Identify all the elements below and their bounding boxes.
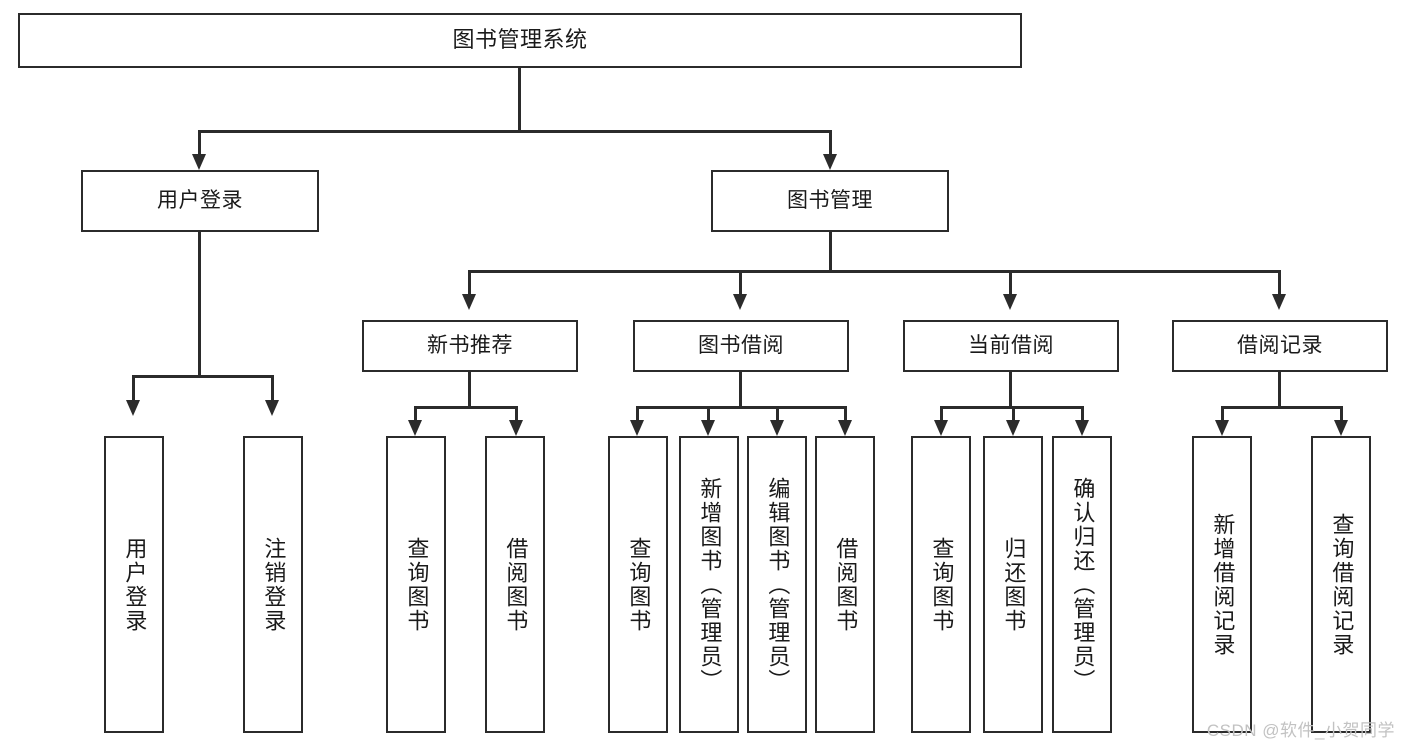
node-level2-用户登录[interactable]: 用户登录: [81, 170, 319, 232]
node-leaf-9-归还图书-label: 归还图书: [1001, 536, 1027, 633]
connector-g3-drops-0: [940, 406, 943, 420]
node-leaf-2-查询图书-label: 查询图书: [404, 536, 430, 633]
connector-g3-stem: [1009, 372, 1012, 406]
connector-g4-drops-1: [1340, 406, 1343, 420]
node-level3-图书借阅-label: 图书借阅: [698, 334, 784, 358]
connector-g2-drops-1: [707, 406, 710, 420]
arrowhead-g1-1: [509, 420, 523, 436]
node-leaf-1-注销登录[interactable]: 注销登录: [243, 436, 303, 733]
connector-g1-stem: [468, 372, 471, 406]
node-leaf-4-查询图书[interactable]: 查询图书: [608, 436, 668, 733]
node-leaf-9-归还图书[interactable]: 归还图书: [983, 436, 1043, 733]
node-leaf-8-查询图书[interactable]: 查询图书: [911, 436, 971, 733]
node-level3-当前借阅-label: 当前借阅: [968, 334, 1054, 358]
node-leaf-0-用户登录[interactable]: 用户登录: [104, 436, 164, 733]
connector-g2-bus: [637, 406, 845, 409]
arrowhead-g3-0: [934, 420, 948, 436]
node-leaf-10-确认归还管理员-label: 确认归还（管理员）: [1070, 476, 1096, 693]
connector-g1-drops-0: [414, 406, 417, 420]
node-level3-新书推荐[interactable]: 新书推荐: [362, 320, 578, 372]
node-leaf-10-确认归还管理员[interactable]: 确认归还（管理员）: [1052, 436, 1112, 733]
connector-g4-stem: [1278, 372, 1281, 406]
node-leaf-5-新增图书管理员-label: 新增图书（管理员）: [697, 476, 723, 693]
connector-manage-drops-0: [468, 270, 471, 294]
connector-root-stem: [518, 68, 521, 130]
connector-g2-drops-3: [844, 406, 847, 420]
node-level3-借阅记录-label: 借阅记录: [1237, 334, 1323, 358]
node-root[interactable]: 图书管理系统: [18, 13, 1022, 68]
node-leaf-7-借阅图书[interactable]: 借阅图书: [815, 436, 875, 733]
arrowhead-login-0: [126, 400, 140, 416]
arrowhead-login-1: [265, 400, 279, 416]
connector-manage-drops-1: [739, 270, 742, 294]
node-leaf-12-查询借阅记录-label: 查询借阅记录: [1329, 512, 1355, 657]
node-leaf-11-新增借阅记录-label: 新增借阅记录: [1210, 512, 1236, 657]
connector-root-bus: [199, 130, 831, 133]
connector-g1-drops-1: [515, 406, 518, 420]
csdn-watermark: CSDN @软件_小贺同学: [1206, 721, 1395, 740]
node-root-label: 图书管理系统: [452, 27, 588, 53]
connector-manage-stem: [829, 232, 832, 270]
connector-manage-bus: [469, 270, 1280, 273]
arrowhead-manage-0: [462, 294, 476, 310]
node-leaf-11-新增借阅记录[interactable]: 新增借阅记录: [1192, 436, 1252, 733]
node-level3-新书推荐-label: 新书推荐: [427, 334, 513, 358]
arrowhead-g4-1: [1334, 420, 1348, 436]
connector-g2-drops-2: [776, 406, 779, 420]
node-level2-用户登录-label: 用户登录: [157, 189, 243, 213]
node-level2-图书管理-label: 图书管理: [787, 189, 873, 213]
connector-root-drops-0: [198, 130, 201, 154]
connector-login-drops-0: [132, 375, 135, 400]
arrowhead-manage-3: [1272, 294, 1286, 310]
node-leaf-4-查询图书-label: 查询图书: [626, 536, 652, 633]
arrowhead-g2-1: [701, 420, 715, 436]
arrowhead-g3-1: [1006, 420, 1020, 436]
arrowhead-root-0: [192, 154, 206, 170]
arrowhead-manage-2: [1003, 294, 1017, 310]
node-leaf-0-用户登录-label: 用户登录: [122, 536, 148, 633]
connector-g2-stem: [739, 372, 742, 406]
connector-g4-drops-0: [1221, 406, 1224, 420]
connector-login-drops-1: [271, 375, 274, 400]
connector-manage-drops-2: [1009, 270, 1012, 294]
arrowhead-g1-0: [408, 420, 422, 436]
connector-login-stem: [198, 232, 201, 375]
node-level3-当前借阅[interactable]: 当前借阅: [903, 320, 1119, 372]
node-leaf-1-注销登录-label: 注销登录: [261, 536, 287, 633]
arrowhead-manage-1: [733, 294, 747, 310]
node-level3-图书借阅[interactable]: 图书借阅: [633, 320, 849, 372]
node-level3-借阅记录[interactable]: 借阅记录: [1172, 320, 1388, 372]
arrowhead-g2-3: [838, 420, 852, 436]
connector-g4-bus: [1222, 406, 1341, 409]
node-leaf-12-查询借阅记录[interactable]: 查询借阅记录: [1311, 436, 1371, 733]
connector-login-bus: [133, 375, 272, 378]
arrowhead-g2-2: [770, 420, 784, 436]
node-leaf-6-编辑图书管理员-label: 编辑图书（管理员）: [765, 476, 791, 693]
node-leaf-7-借阅图书-label: 借阅图书: [833, 536, 859, 633]
node-leaf-2-查询图书[interactable]: 查询图书: [386, 436, 446, 733]
node-leaf-6-编辑图书管理员[interactable]: 编辑图书（管理员）: [747, 436, 807, 733]
node-leaf-3-借阅图书-label: 借阅图书: [503, 536, 529, 633]
connector-g3-bus: [941, 406, 1082, 409]
arrowhead-g3-2: [1075, 420, 1089, 436]
arrowhead-g4-0: [1215, 420, 1229, 436]
connector-g3-drops-2: [1081, 406, 1084, 420]
node-leaf-8-查询图书-label: 查询图书: [929, 536, 955, 633]
node-leaf-5-新增图书管理员[interactable]: 新增图书（管理员）: [679, 436, 739, 733]
connector-g2-drops-0: [636, 406, 639, 420]
arrowhead-root-1: [823, 154, 837, 170]
node-leaf-3-借阅图书[interactable]: 借阅图书: [485, 436, 545, 733]
connector-g1-bus: [415, 406, 516, 409]
connector-root-drops-1: [829, 130, 832, 154]
connector-g3-drops-1: [1012, 406, 1015, 420]
node-level2-图书管理[interactable]: 图书管理: [711, 170, 949, 232]
connector-manage-drops-3: [1278, 270, 1281, 294]
arrowhead-g2-0: [630, 420, 644, 436]
